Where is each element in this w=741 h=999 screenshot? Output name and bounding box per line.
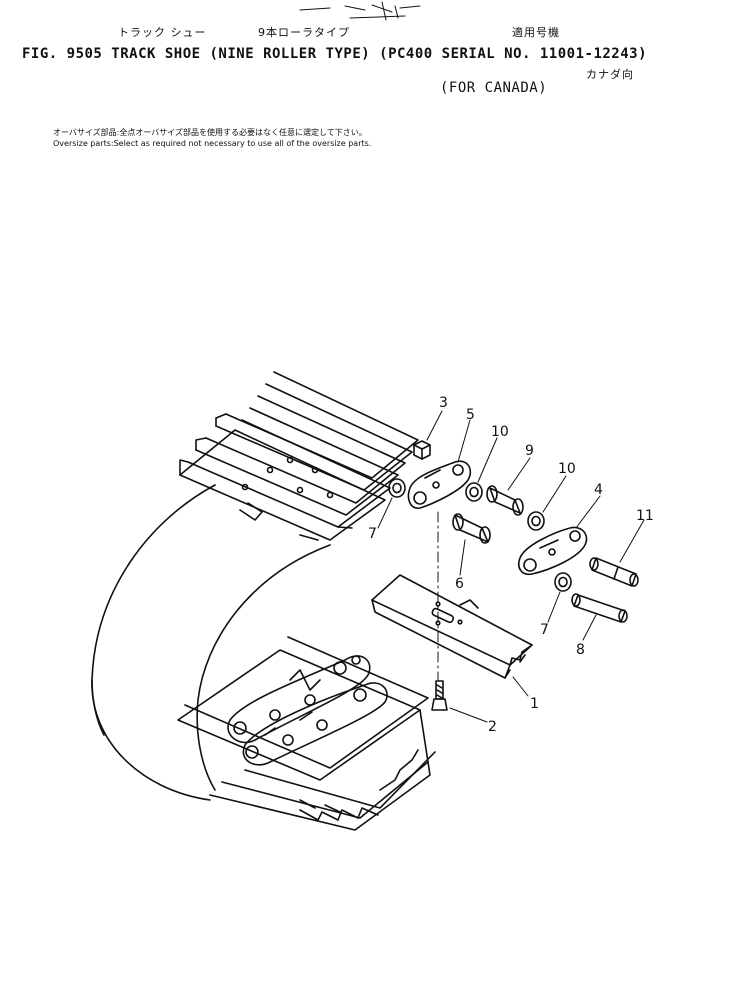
callout-4: 4	[594, 482, 603, 498]
callout-6: 6	[455, 576, 464, 592]
lower-track-shoes	[177, 636, 436, 831]
jp-track-shoe-label: トラック シュー	[118, 26, 207, 39]
callout-11: 11	[636, 508, 654, 524]
part-3-nut	[413, 440, 431, 460]
track-loop-outer	[91, 484, 216, 801]
jp-for-canada-label: カナダ向	[586, 68, 634, 81]
part-6-bushing	[452, 513, 491, 544]
jp-oversize-note: オーバサイズ部品:全点オーバサイズ部品を使用する必要はなく任意に選定して下さい。	[53, 128, 367, 137]
callout-5: 5	[466, 407, 475, 423]
callout-1: 1	[530, 696, 539, 712]
part-callouts: 1 2 3 4 5 6 7 7 8 9 10 10 11	[368, 395, 654, 735]
figure-title: FIG. 9505 TRACK SHOE (NINE ROLLER TYPE) …	[22, 46, 648, 62]
part-7-seal-upper	[388, 478, 406, 498]
part-4-link	[517, 526, 588, 576]
track-loop-inner	[196, 544, 331, 791]
for-canada-label: (FOR CANADA)	[440, 80, 548, 96]
part-10-spacer-upper	[465, 482, 483, 502]
leader-lines	[377, 410, 645, 723]
part-11-pin	[589, 557, 639, 587]
callout-2: 2	[488, 719, 497, 735]
part-10-spacer-lower	[527, 511, 545, 531]
part-1-track-shoe	[371, 574, 533, 679]
oversize-note: Oversize parts:Select as required not ne…	[53, 139, 372, 148]
part-7-seal-lower	[554, 572, 572, 592]
callout-3: 3	[439, 395, 448, 411]
part-5-link	[407, 460, 472, 509]
part-8-pin	[571, 593, 628, 623]
upper-track-shoes	[179, 371, 419, 541]
part-9-bushing	[486, 485, 524, 516]
track-chain-assembly	[91, 371, 436, 831]
header-smudge	[299, 1, 421, 21]
callout-9: 9	[525, 443, 534, 459]
part-2-shoe-bolt	[431, 680, 448, 711]
jp-applicable-label: 適用号機	[512, 26, 560, 39]
callout-10-lower: 10	[558, 461, 576, 477]
callout-7-lower: 7	[540, 622, 549, 638]
callout-7-upper: 7	[368, 526, 377, 542]
jp-nine-roller-label: 9本ローラタイプ	[258, 26, 350, 39]
callout-8: 8	[576, 642, 585, 658]
callout-10-upper: 10	[491, 424, 509, 440]
